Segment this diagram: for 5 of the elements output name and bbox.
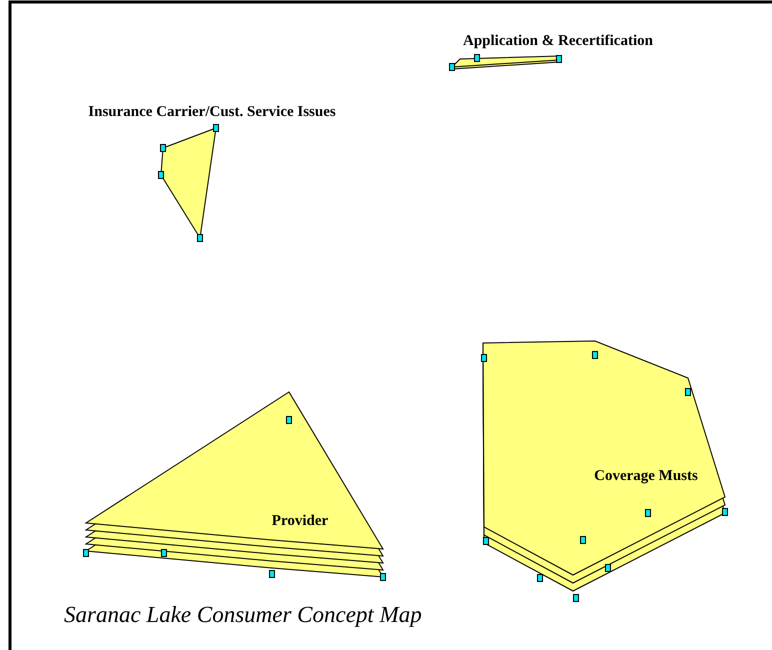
cluster-label: Application & Recertification <box>463 34 653 49</box>
cluster-label: Provider <box>272 514 328 529</box>
cluster-label: Coverage Musts <box>594 469 698 484</box>
caption: Saranac Lake Consumer Concept Map <box>64 602 422 628</box>
cluster-label: Insurance Carrier/Cust. Service Issues <box>88 105 336 120</box>
